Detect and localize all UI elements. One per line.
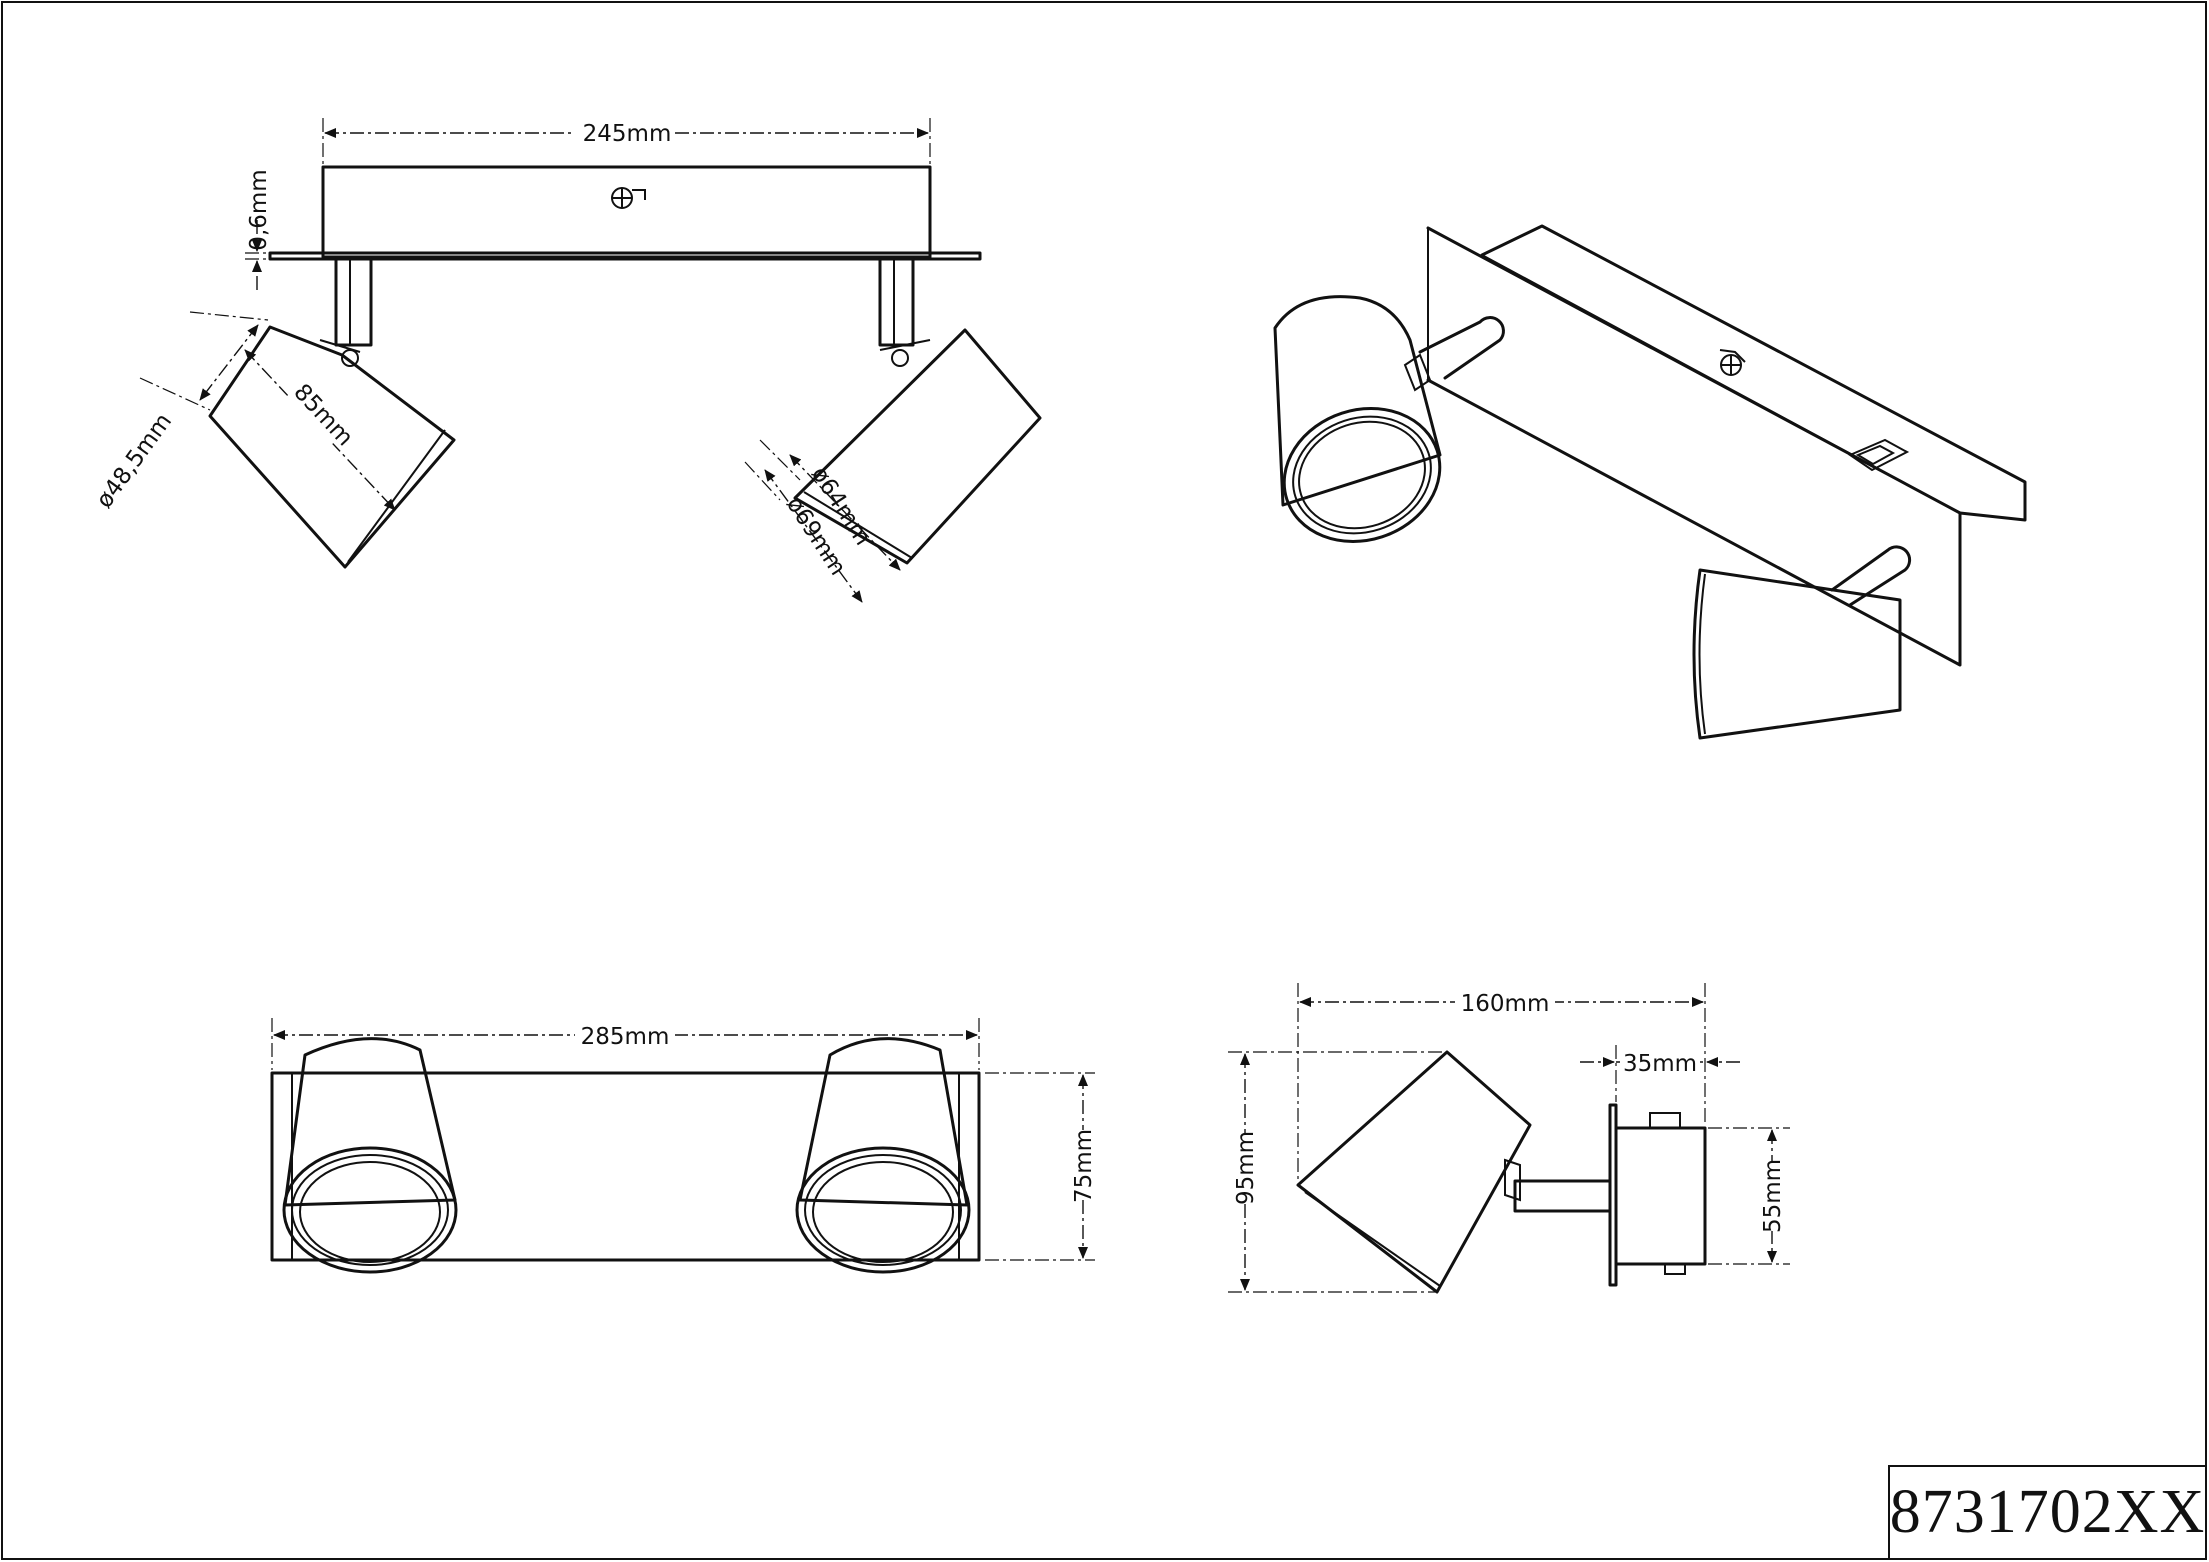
dim-top-width: 245mm [583,121,672,147]
product-code-box: 8731702XX [1888,1465,2207,1560]
iso-base [1480,224,2027,522]
product-code: 8731702XX [1889,1478,2206,1546]
iso-lower-stem [1830,545,1912,607]
top-view-base [321,165,932,259]
dim-plate-thickness: 0,6mm [246,169,272,250]
screw-icon [611,187,646,209]
side-view: 160mm 35mm 95mm 55mm [1228,983,1790,1294]
dim-side-height: 95mm [1233,1131,1259,1205]
side-arm [1513,1179,1612,1213]
right-stem [878,257,915,347]
top-view-plate [268,251,982,261]
left-stem [334,257,373,347]
left-shade [208,325,456,569]
side-base [1614,1126,1707,1266]
switch-icon [1847,438,1910,472]
isometric-view [1273,224,2027,740]
iso-screw-icon [1719,349,1746,376]
dim-base-depth: 35mm [1623,1051,1697,1077]
top-view: 245mm 0,6mm 85mm ø48,5mm ø64mm ø69mm [91,118,1042,603]
front-view: 285mm 75mm [270,1018,1098,1274]
iso-upper-stem [1418,316,1505,380]
dim-base-height: 55mm [1760,1159,1786,1233]
dim-front-height: 75mm [1071,1129,1097,1203]
iso-lower-shade [1692,568,1902,740]
right-shade [793,328,1042,565]
dim-shade-diameter-small: ø48,5mm [91,409,177,513]
side-shade [1296,1050,1532,1294]
dim-side-depth: 160mm [1461,991,1550,1017]
iso-upper-shade [1273,295,1442,543]
front-plate [270,1071,981,1262]
dim-front-width: 285mm [581,1024,670,1050]
